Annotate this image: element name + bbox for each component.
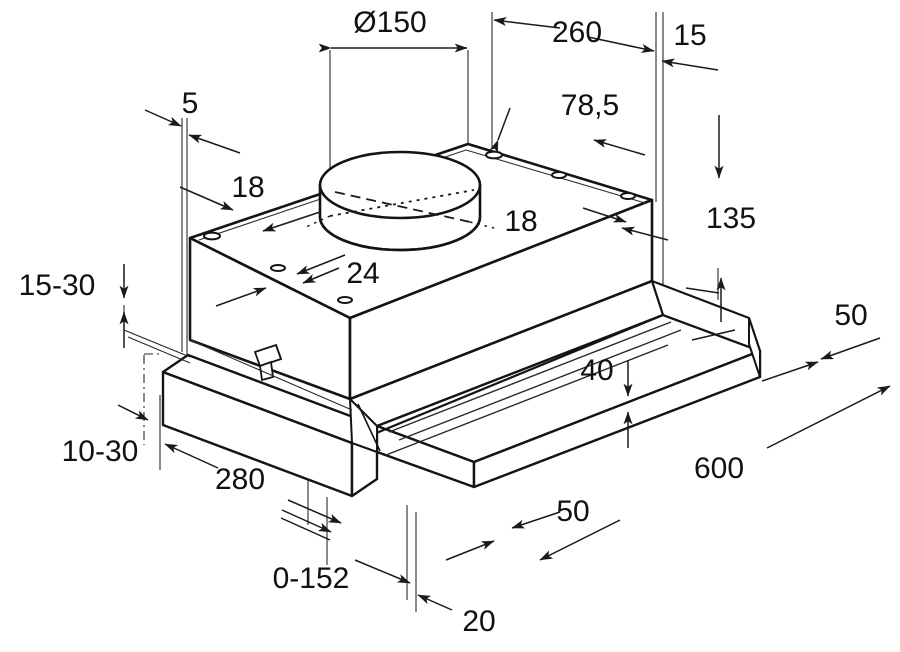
ceiling-reference-line-2 [127, 336, 191, 364]
label-edge-50-right: 50 [834, 299, 867, 332]
label-duct-diameter: Ø150 [353, 6, 426, 39]
drawer-slide-end-cap [748, 317, 761, 378]
mounting-hole [620, 192, 636, 200]
dim-leader-785-right [593, 139, 646, 156]
dim-leader-785-left [489, 107, 511, 154]
duct-bottom-arc [318, 216, 482, 252]
dim-leader-24-a [296, 254, 346, 275]
label-spacing-18-left: 18 [231, 171, 264, 204]
label-front-height-40: 40 [580, 354, 613, 387]
dim-leader-135-ref [685, 287, 720, 294]
mounting-hole [337, 296, 353, 304]
dim-leader-135-ref2 [691, 329, 736, 341]
label-depth-280: 280 [215, 463, 265, 496]
dimension-lines [117, 17, 891, 611]
dim-leader-50-bottom-b [445, 540, 495, 561]
drawer-guide-line [189, 339, 353, 411]
label-travel-0-152: 0-152 [273, 562, 350, 595]
dim-leader-260-left [493, 17, 561, 29]
label-spacing-18-right: 18 [504, 205, 537, 238]
dim-leader-5-right [188, 134, 241, 154]
label-spacing-24: 24 [346, 257, 379, 290]
label-gap-10-30: 10-30 [62, 435, 139, 468]
dim-leader-280-right [287, 499, 342, 524]
dim-leader-24-b [215, 287, 267, 307]
dim-leader-600-upper [766, 385, 891, 449]
dim-leader-15 [661, 58, 719, 71]
dim-leader-20 [417, 594, 453, 611]
dim-leader-600-lower [539, 519, 621, 561]
drawer-rail-line [398, 329, 682, 441]
dim-leader-280-left [164, 443, 219, 469]
dim-leader-18-right-b [621, 226, 669, 241]
dim-leader-10-30 [117, 404, 149, 421]
drawer-rear-rail-edge2 [351, 313, 664, 445]
duct-projection [469, 221, 499, 230]
duct-outlet [305, 150, 499, 252]
drawer-latch-detail [253, 343, 283, 382]
mounting-hole [551, 171, 567, 179]
label-edge-15: 15 [673, 19, 706, 52]
ceiling-reference-line [123, 329, 191, 358]
label-offset-260: 260 [552, 16, 602, 49]
dim-leader-50-bottom [511, 511, 561, 529]
dim-leader-18-left-b [262, 211, 321, 232]
label-gap-15-30: 15-30 [19, 269, 96, 302]
label-edge-50-bottom: 50 [556, 495, 589, 528]
latch-tab [259, 360, 274, 382]
label-width-600: 600 [694, 452, 744, 485]
pullout-drawer [161, 279, 762, 498]
drawer-rail-line [385, 344, 669, 456]
drawer-junction-wedge [349, 398, 378, 453]
mounting-hole [485, 150, 503, 160]
dim-leader-18-right-a [582, 207, 627, 223]
dim-leader-0152-right [354, 559, 411, 584]
dim-leader-260-right [587, 36, 655, 53]
hood-top-rim-line [198, 149, 646, 241]
dim-leader-5-left [144, 109, 182, 127]
dim-leader-18-left-a [179, 186, 234, 211]
mounting-hole [203, 231, 221, 241]
dimension-labels: Ø150 260 15 5 78,5 18 18 135 24 15-30 50… [19, 6, 868, 638]
label-panel-20: 20 [462, 605, 495, 638]
drawer-rear-rail-edge [349, 279, 653, 401]
dim-leader-24-c [302, 267, 340, 284]
duct-top-ellipse [318, 150, 482, 220]
dim-leader-50-right-b [761, 361, 819, 382]
drawer-rail-line [388, 321, 672, 433]
drawer-junction-line [357, 403, 381, 452]
latch-edge [275, 344, 282, 360]
dim-leader-50-right [820, 337, 881, 360]
mounting-holes [203, 150, 636, 304]
dim-leader-0152-mid [280, 517, 331, 541]
dim-leader-0152-left [281, 509, 332, 533]
duct-hidden-edge [334, 191, 471, 223]
mounting-hole [270, 264, 286, 272]
duct-hidden-edge [329, 189, 475, 217]
label-offset-785: 78,5 [561, 89, 619, 122]
label-thickness-5: 5 [182, 87, 199, 120]
label-height-135: 135 [706, 202, 756, 235]
